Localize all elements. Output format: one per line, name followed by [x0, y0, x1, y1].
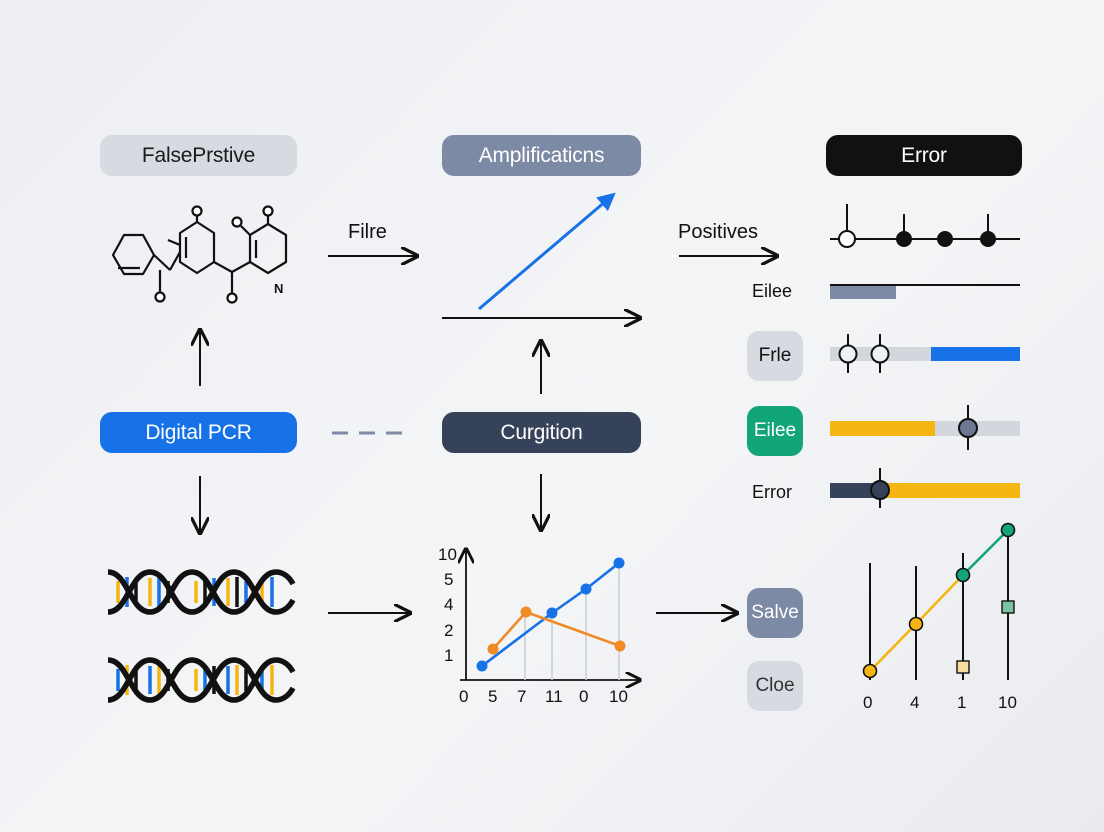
series-orange-point	[520, 606, 532, 618]
series-yellow-point	[908, 616, 924, 632]
eilee-marker	[958, 418, 978, 438]
error-bar	[830, 468, 1020, 508]
x-tick: 7	[517, 687, 526, 706]
svg-text:N: N	[274, 281, 283, 296]
series-blue-point	[580, 583, 592, 595]
curgition-node: Curgition	[442, 412, 641, 453]
x-tick: 10	[998, 693, 1017, 712]
eilee-yellow-bar	[830, 405, 1020, 450]
y-tick: 4	[444, 595, 453, 614]
series-yellow-point	[862, 663, 878, 679]
amplifications-node: Amplificatiᴄns	[442, 135, 641, 176]
timeline-point-filled	[980, 231, 996, 247]
error-timeline	[830, 204, 1020, 248]
x-tick: 0	[579, 687, 588, 706]
molecule-structure-icon	[111, 205, 288, 304]
series-green-point	[955, 567, 971, 583]
series-orange-point	[614, 640, 626, 652]
series-blue-point	[546, 607, 558, 619]
error-marker	[870, 480, 890, 500]
timeline-point-open	[838, 230, 856, 248]
mid-chart-axes	[460, 549, 640, 680]
x-tick: 0	[459, 687, 468, 706]
mid-chart-series	[476, 557, 626, 672]
frle-badge: Frle	[747, 331, 803, 381]
flow-arrows	[200, 256, 777, 613]
x-tick: 5	[488, 687, 497, 706]
series-green-line	[962, 529, 1009, 576]
y-tick: 5	[444, 570, 453, 589]
series-orange-point	[487, 643, 499, 655]
close-button[interactable]: Cloe	[747, 661, 803, 711]
error-header-node: Error	[826, 135, 1022, 176]
edge-label-positives: Positives	[678, 221, 759, 243]
series-square-point	[1001, 600, 1015, 614]
amplification-trend	[442, 192, 640, 318]
false-positive-node: FalsePrstive	[100, 135, 297, 176]
edge-label-filre: Filre	[348, 221, 387, 243]
digital-pcr-node: Digital PCR	[100, 412, 297, 453]
series-blue-point	[613, 557, 625, 569]
y-tick: 2	[444, 621, 453, 640]
x-tick: 1	[957, 693, 966, 712]
series-square-point	[956, 660, 970, 674]
timeline-point-filled	[937, 231, 953, 247]
x-tick: 11	[545, 687, 563, 706]
side-label-error: Error	[752, 482, 792, 502]
y-tick: 1	[444, 646, 453, 665]
frle-marker	[838, 344, 858, 364]
dna-helix-icon	[107, 657, 296, 703]
frle-marker	[870, 344, 890, 364]
y-tick: 10	[438, 545, 457, 564]
series-blue-point	[476, 660, 488, 672]
save-button[interactable]: Salve	[747, 588, 803, 638]
x-tick: 10	[609, 687, 628, 706]
series-blue-line	[481, 561, 620, 668]
series-green-point	[1000, 522, 1016, 538]
dna-helix-icon	[107, 569, 296, 615]
x-tick: 0	[863, 693, 872, 712]
side-label-eilee: Eilee	[752, 281, 793, 301]
x-tick: 4	[910, 693, 919, 712]
frle-bar	[830, 334, 1020, 373]
eilee-bar	[830, 284, 1020, 299]
eilee-badge: Eilee	[747, 406, 803, 456]
right-chart	[862, 522, 1016, 680]
timeline-point-filled	[896, 231, 912, 247]
